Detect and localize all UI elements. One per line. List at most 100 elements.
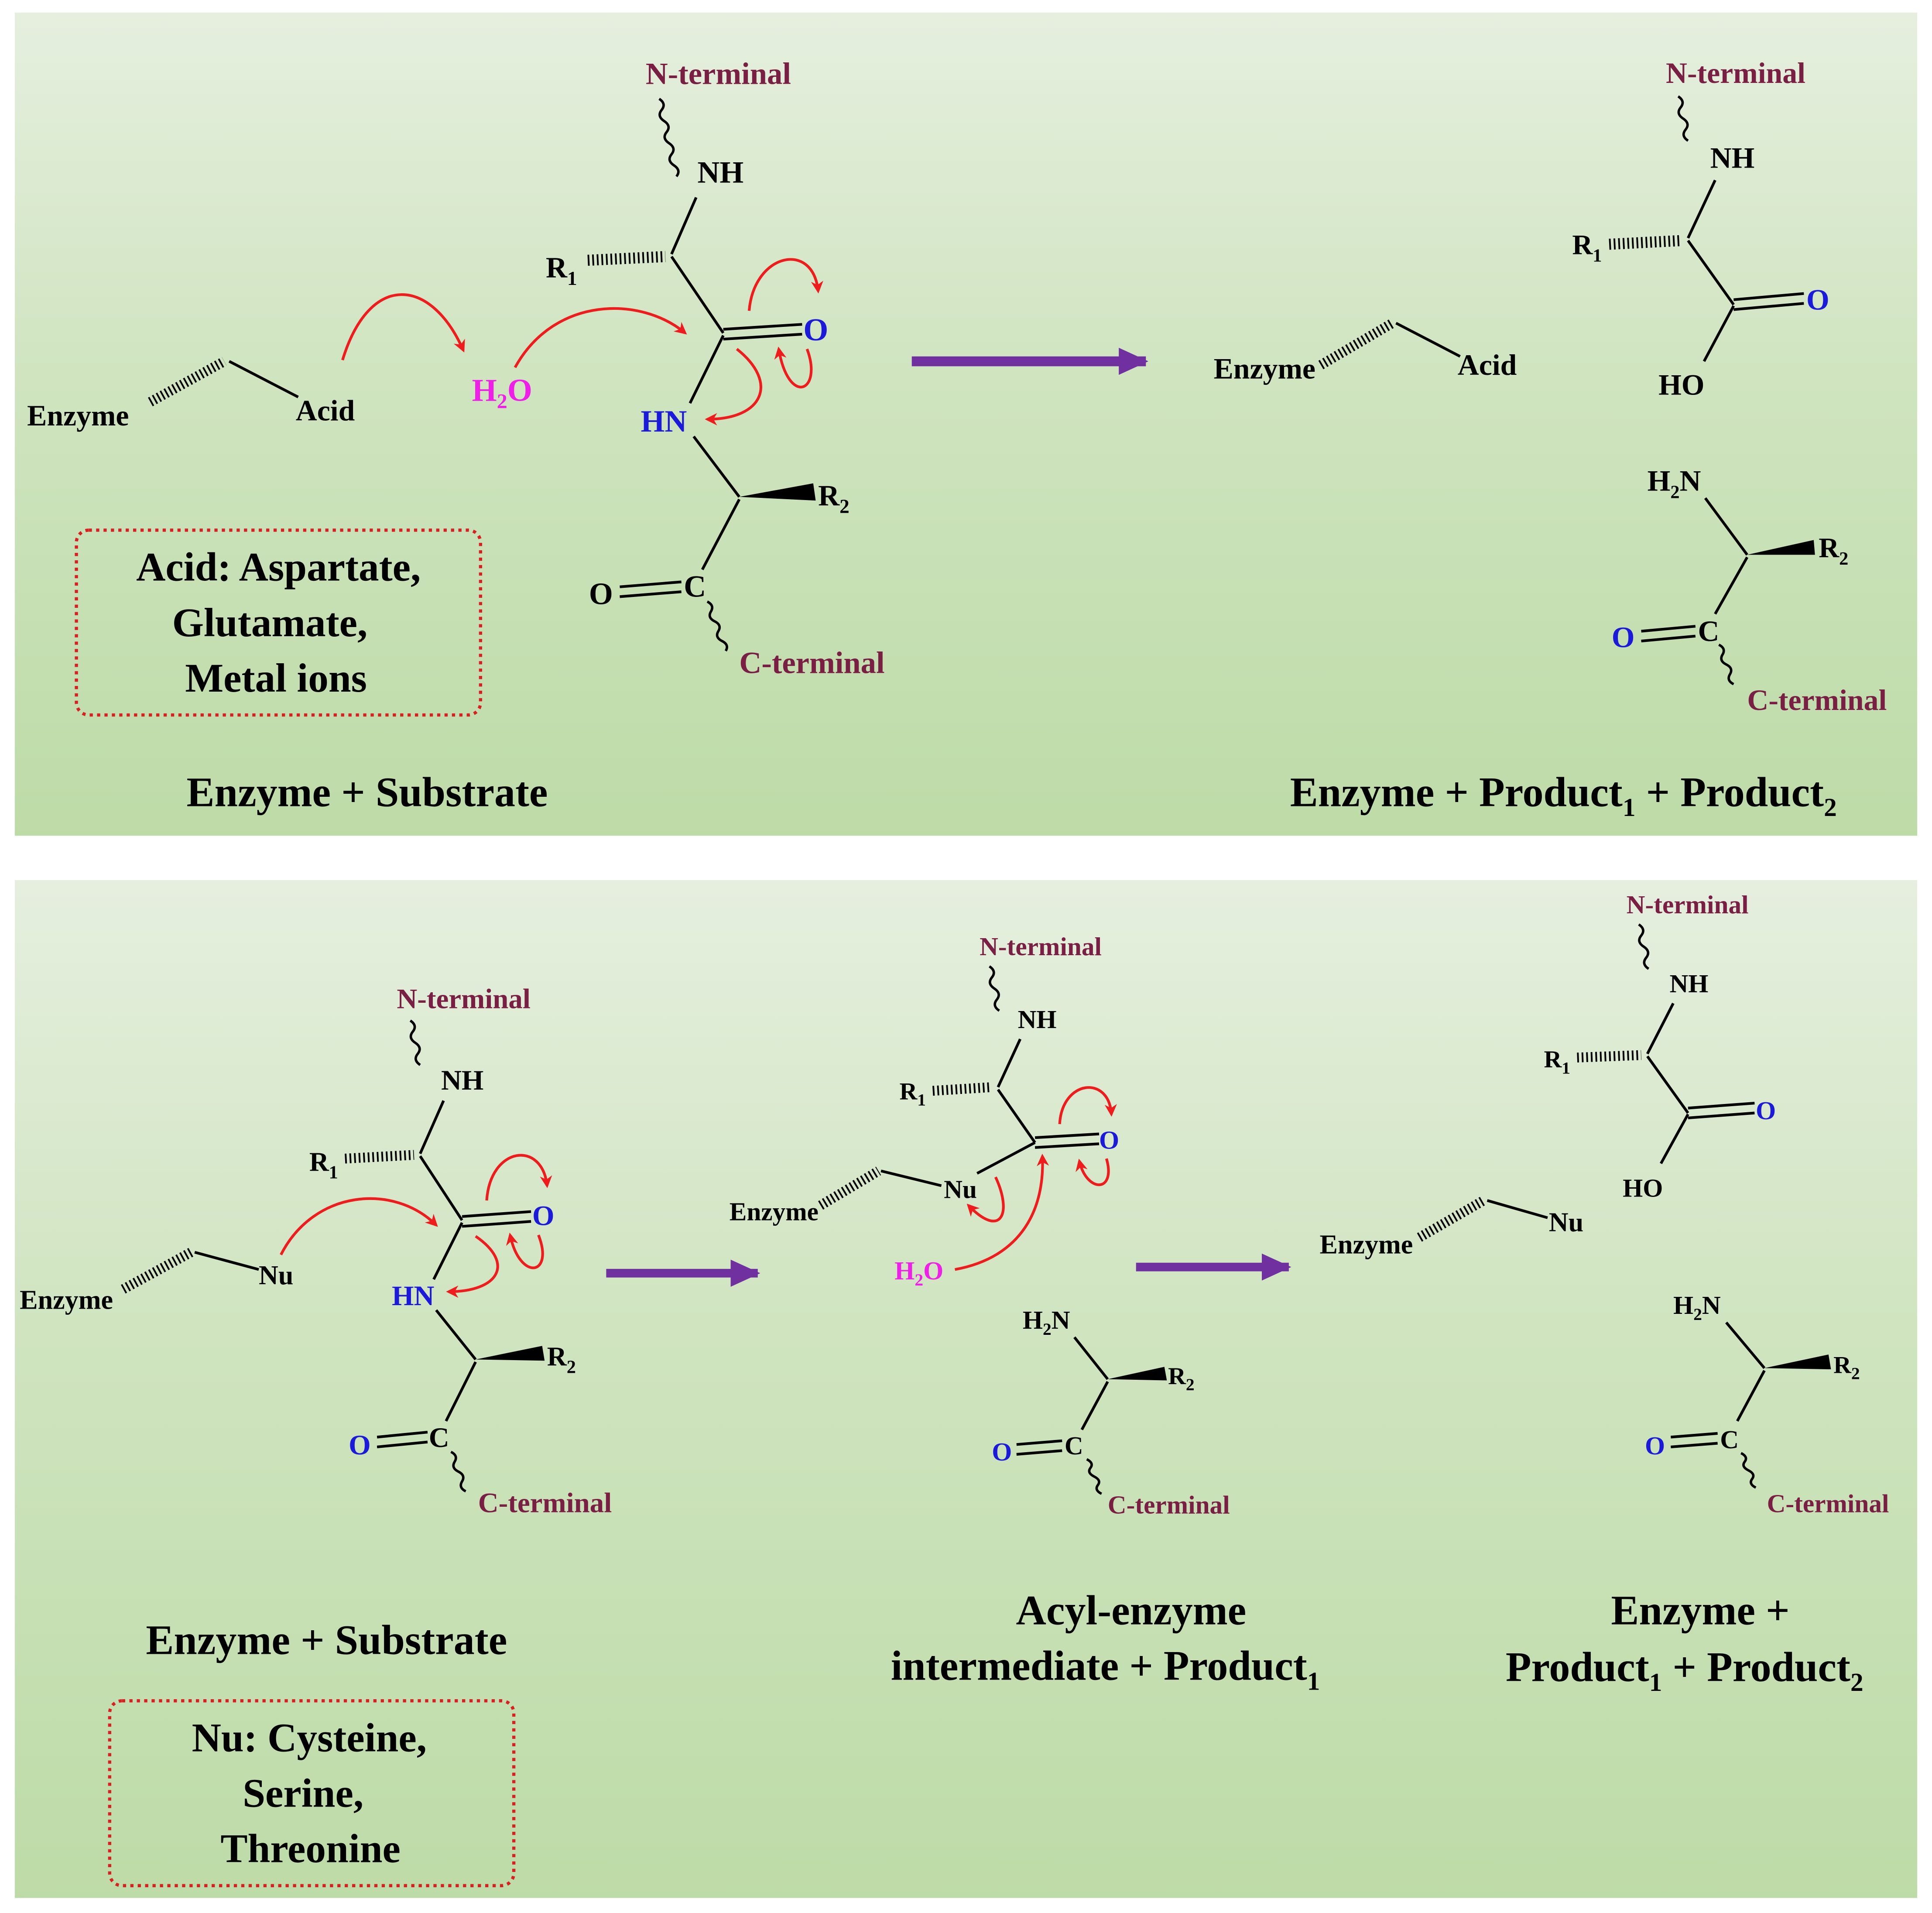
bottom-panel-background: [14, 880, 1918, 1898]
carbonyl-oxygen-label: O: [349, 1430, 371, 1461]
r1-label: R1: [309, 1147, 338, 1183]
bond: [692, 435, 740, 498]
bond: [419, 1100, 445, 1155]
bond: [670, 256, 725, 334]
curved-arrow-oxygen-back: [1076, 1158, 1110, 1186]
double-bond: [620, 580, 682, 588]
hashed-bond: [1318, 319, 1395, 370]
bond: [1395, 322, 1461, 358]
amine-label: H2N: [1673, 1291, 1721, 1324]
wavy-bond: [658, 98, 680, 178]
bottom-substrate: N-terminal NH R1 O HN R2 C O C-terminal: [309, 984, 612, 1519]
curved-arrow-to-nitrogen: [705, 348, 762, 425]
r1-label: R1: [1572, 229, 1602, 266]
double-bond: [1641, 634, 1696, 643]
carbon-label: C: [1698, 615, 1719, 648]
top-panel-background: [14, 12, 1918, 836]
bond: [228, 360, 299, 398]
nh-label: NH: [441, 1065, 483, 1096]
enzyme-acid-reactant: Enzyme Acid: [27, 357, 355, 432]
acid-info-box: Acid: Aspartate, Glutamate, Metal ions: [75, 528, 483, 717]
bond: [1704, 497, 1748, 556]
water-label: H2O: [894, 1256, 943, 1289]
oxygen-label: O: [532, 1200, 555, 1232]
enzyme-label: Enzyme: [1214, 353, 1315, 385]
wavy-bond: [706, 600, 728, 652]
double-bond: [1733, 292, 1804, 301]
info-box-line-3: Metal ions: [185, 656, 367, 701]
bond: [1725, 1321, 1766, 1369]
double-bond: [1035, 1132, 1100, 1139]
double-bond: [723, 333, 802, 341]
info-box-line-1: Acid: Aspartate,: [136, 545, 421, 590]
bond: [1080, 1381, 1109, 1430]
c-terminal-label: C-terminal: [1108, 1490, 1230, 1519]
n-terminal-label: N-terminal: [397, 984, 531, 1015]
r2-label: R2: [818, 479, 850, 517]
double-bond: [1016, 1449, 1062, 1456]
n-terminal-label: N-terminal: [1627, 890, 1749, 919]
final-product-1: N-terminal NH R1 O HO: [1544, 890, 1776, 1203]
curved-arrow-carbonyl-to-oxygen: [485, 1154, 552, 1201]
double-bond: [377, 1430, 428, 1439]
r1-label: R1: [900, 1078, 926, 1110]
bond: [1687, 179, 1716, 239]
bond: [997, 1038, 1022, 1088]
info-box-border: [108, 1699, 516, 1887]
carbon-label: C: [1065, 1431, 1083, 1460]
curved-arrow-nu-to-carbonyl: [280, 1197, 438, 1255]
nu-label: Nu: [944, 1175, 977, 1204]
hydroxyl-label: HO: [1623, 1174, 1663, 1203]
carbon-label: C: [684, 569, 706, 603]
nh-label: NH: [1669, 969, 1708, 998]
bond: [1646, 1055, 1689, 1114]
hn-label: HN: [641, 405, 687, 439]
hashed-bond: [148, 357, 227, 407]
nh-label: NH: [697, 156, 743, 190]
bond: [445, 1361, 477, 1422]
curved-arrow-oxygen-back: [506, 1232, 544, 1269]
intermediate-product-1: H2N R2 C O C-terminal: [992, 1306, 1230, 1519]
double-bond: [377, 1440, 428, 1449]
info-box-line-3: Threonine: [220, 1827, 401, 1872]
enzyme-nu-reactant: Enzyme Nu: [20, 1248, 293, 1315]
double-bond: [1733, 302, 1804, 311]
wavy-bond: [1740, 1452, 1757, 1489]
top-product-2: H2N R2 C O C-terminal: [1612, 465, 1887, 717]
oxygen-label: O: [1612, 621, 1635, 654]
top-panel: Enzyme Acid H2O N-terminal NH R1 O HN R2: [14, 12, 1918, 836]
curved-arrow-water-to-carbonyl: [955, 1153, 1049, 1271]
hashed-bond: [1609, 235, 1682, 250]
bond: [689, 335, 725, 404]
enzyme-label: Enzyme: [27, 399, 129, 432]
curved-arrow-water-to-carbonyl: [514, 307, 687, 368]
oxygen-label: O: [992, 1437, 1012, 1466]
n-terminal-label: N-terminal: [646, 57, 791, 91]
double-bond: [723, 323, 802, 331]
caption-enzyme-substrate: Enzyme + Substrate: [187, 768, 548, 815]
wavy-bond: [450, 1450, 466, 1493]
bond: [194, 1251, 259, 1271]
r1-label: R1: [546, 251, 577, 289]
carbon-label: C: [429, 1422, 449, 1454]
bond: [432, 1222, 463, 1280]
bond: [1736, 1370, 1766, 1422]
hashed-bond: [1417, 1196, 1486, 1242]
bond: [435, 1309, 477, 1361]
r2-label: R2: [1168, 1363, 1195, 1394]
bond: [880, 1169, 942, 1187]
wavy-bond: [1718, 644, 1734, 686]
enzyme-label: Enzyme: [730, 1197, 819, 1226]
c-terminal-label: C-terminal: [739, 646, 884, 680]
c-terminal-label: C-terminal: [1747, 684, 1887, 717]
oxygen-label: O: [1806, 283, 1829, 316]
final-product-2: H2N R2 C O C-terminal: [1645, 1291, 1889, 1518]
nh-label: NH: [1710, 142, 1755, 175]
bond: [1646, 1002, 1675, 1055]
info-box-line-2: Glutamate,: [172, 600, 368, 645]
curved-arrow-acid-to-water: [341, 293, 465, 361]
nu-label: Nu: [1549, 1208, 1583, 1238]
wavy-bond: [1677, 95, 1689, 142]
bond: [1487, 1199, 1548, 1219]
double-bond: [1671, 1432, 1718, 1439]
